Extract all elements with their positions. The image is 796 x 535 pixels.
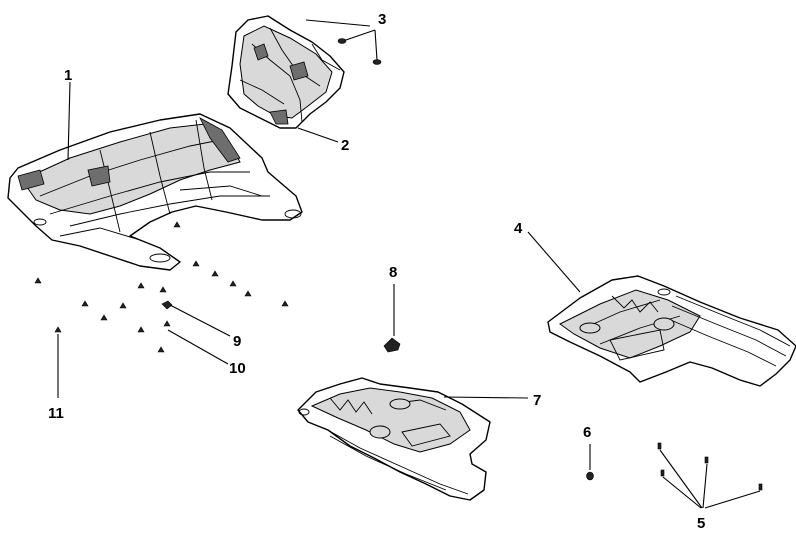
part-3-fasteners[interactable]	[305, 19, 382, 65]
callout-11: 11	[48, 405, 64, 422]
callout-5: 5	[697, 515, 705, 532]
parts-9-10-11-fastener-group[interactable]	[34, 221, 289, 398]
part-2-heat-shield[interactable]	[227, 15, 345, 129]
callout-10: 10	[229, 360, 246, 377]
leader-lines	[67, 81, 581, 399]
part-8-clip[interactable]	[383, 284, 401, 353]
callout-6: 6	[583, 424, 591, 441]
callout-3: 3	[378, 11, 386, 28]
callout-8: 8	[389, 264, 397, 281]
callout-4: 4	[514, 220, 523, 237]
part-4-right-floor-shield[interactable]	[547, 275, 796, 387]
part-5-screws[interactable]	[657, 442, 763, 509]
part-1-front-underbody-shield[interactable]	[7, 113, 303, 271]
callout-2: 2	[341, 137, 349, 154]
callout-labels: 1 2 3 4 5 6 7 8 9 10 11	[48, 11, 705, 532]
part-6-bolt[interactable]	[586, 444, 594, 481]
callout-1: 1	[64, 67, 72, 84]
callout-9: 9	[233, 333, 241, 350]
part-7-center-floor-shield[interactable]	[297, 377, 491, 501]
callout-7: 7	[533, 392, 541, 409]
